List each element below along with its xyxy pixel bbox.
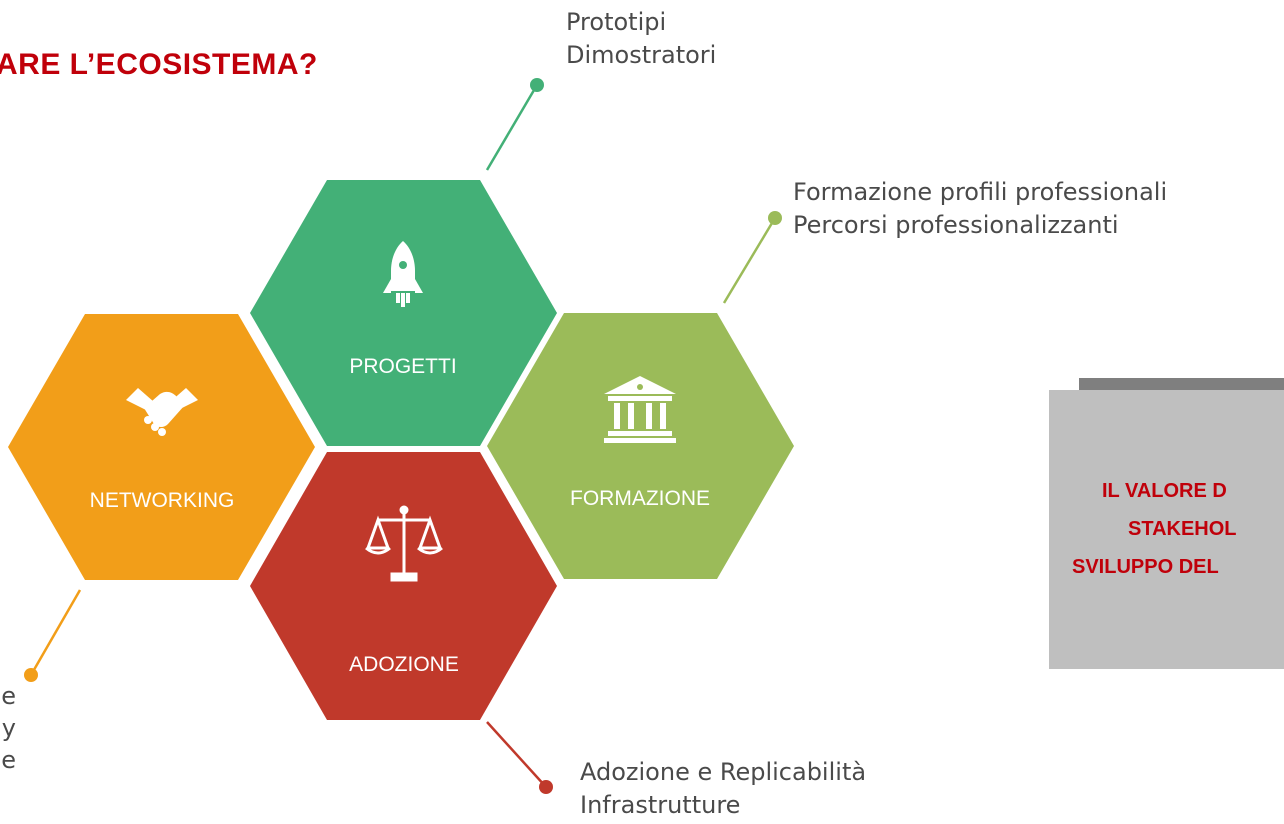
institution-icon <box>604 376 676 443</box>
caption-formazione-line-2: Percorsi professionalizzanti <box>793 211 1119 239</box>
scales-icon <box>365 505 443 582</box>
hexagon-adozione: ADOZIONE <box>250 452 557 720</box>
hexagon-formazione: FORMAZIONE <box>487 313 794 579</box>
value-box <box>1049 390 1284 669</box>
hexagon-label-networking: NETWORKING <box>90 489 235 512</box>
caption-progetti-line-2: Dimostratori <box>566 41 717 69</box>
networking-connector-dot <box>24 668 38 682</box>
caption-adozione-line-2: Infrastrutture <box>580 791 741 819</box>
hexagon-networking: NETWORKING <box>8 314 315 580</box>
caption-networking-line-1: e <box>1 682 16 710</box>
hexagon-label-progetti: PROGETTI <box>349 355 456 378</box>
adozione-connector <box>486 721 547 788</box>
caption-networking-line-2: y <box>1 714 16 742</box>
hexagon-label-formazione: FORMAZIONE <box>570 487 710 510</box>
caption-progetti-line-1: Prototipi <box>566 8 667 36</box>
caption-formazione: Formazione profili professionali Percors… <box>793 176 1167 242</box>
progetti-connector-dot <box>530 78 544 92</box>
caption-adozione-line-1: Adozione e Replicabilità <box>580 758 867 786</box>
value-box-line-3: SVILUPPO DEL <box>1072 556 1219 578</box>
adozione-connector-dot <box>539 780 553 794</box>
value-box-line-1: IL VALORE D <box>1102 480 1227 502</box>
caption-adozione: Adozione e Replicabilità Infrastrutture <box>580 756 866 822</box>
networking-connector <box>29 589 82 676</box>
caption-formazione-line-1: Formazione profili professionali <box>793 178 1168 206</box>
caption-networking-line-3: e <box>1 746 16 774</box>
hexagon-label-adozione: ADOZIONE <box>349 653 459 676</box>
hexagon-progetti: PROGETTI <box>250 180 557 446</box>
caption-progetti: Prototipi Dimostratori <box>566 6 716 72</box>
progetti-connector <box>485 84 539 171</box>
caption-networking: e y e <box>0 680 16 776</box>
rocket-icon <box>383 241 423 307</box>
value-box-line-2: STAKEHOL <box>1128 518 1237 540</box>
value-box-text: IL VALORE D STAKEHOL SVILUPPO DEL <box>1072 472 1284 586</box>
formazione-connector-dot <box>768 211 782 225</box>
page-title: ARE L’ECOSISTEMA? <box>0 48 318 81</box>
value-box-top-bar <box>1079 378 1284 392</box>
handshake-icon <box>126 388 198 436</box>
formazione-connector <box>722 217 777 304</box>
